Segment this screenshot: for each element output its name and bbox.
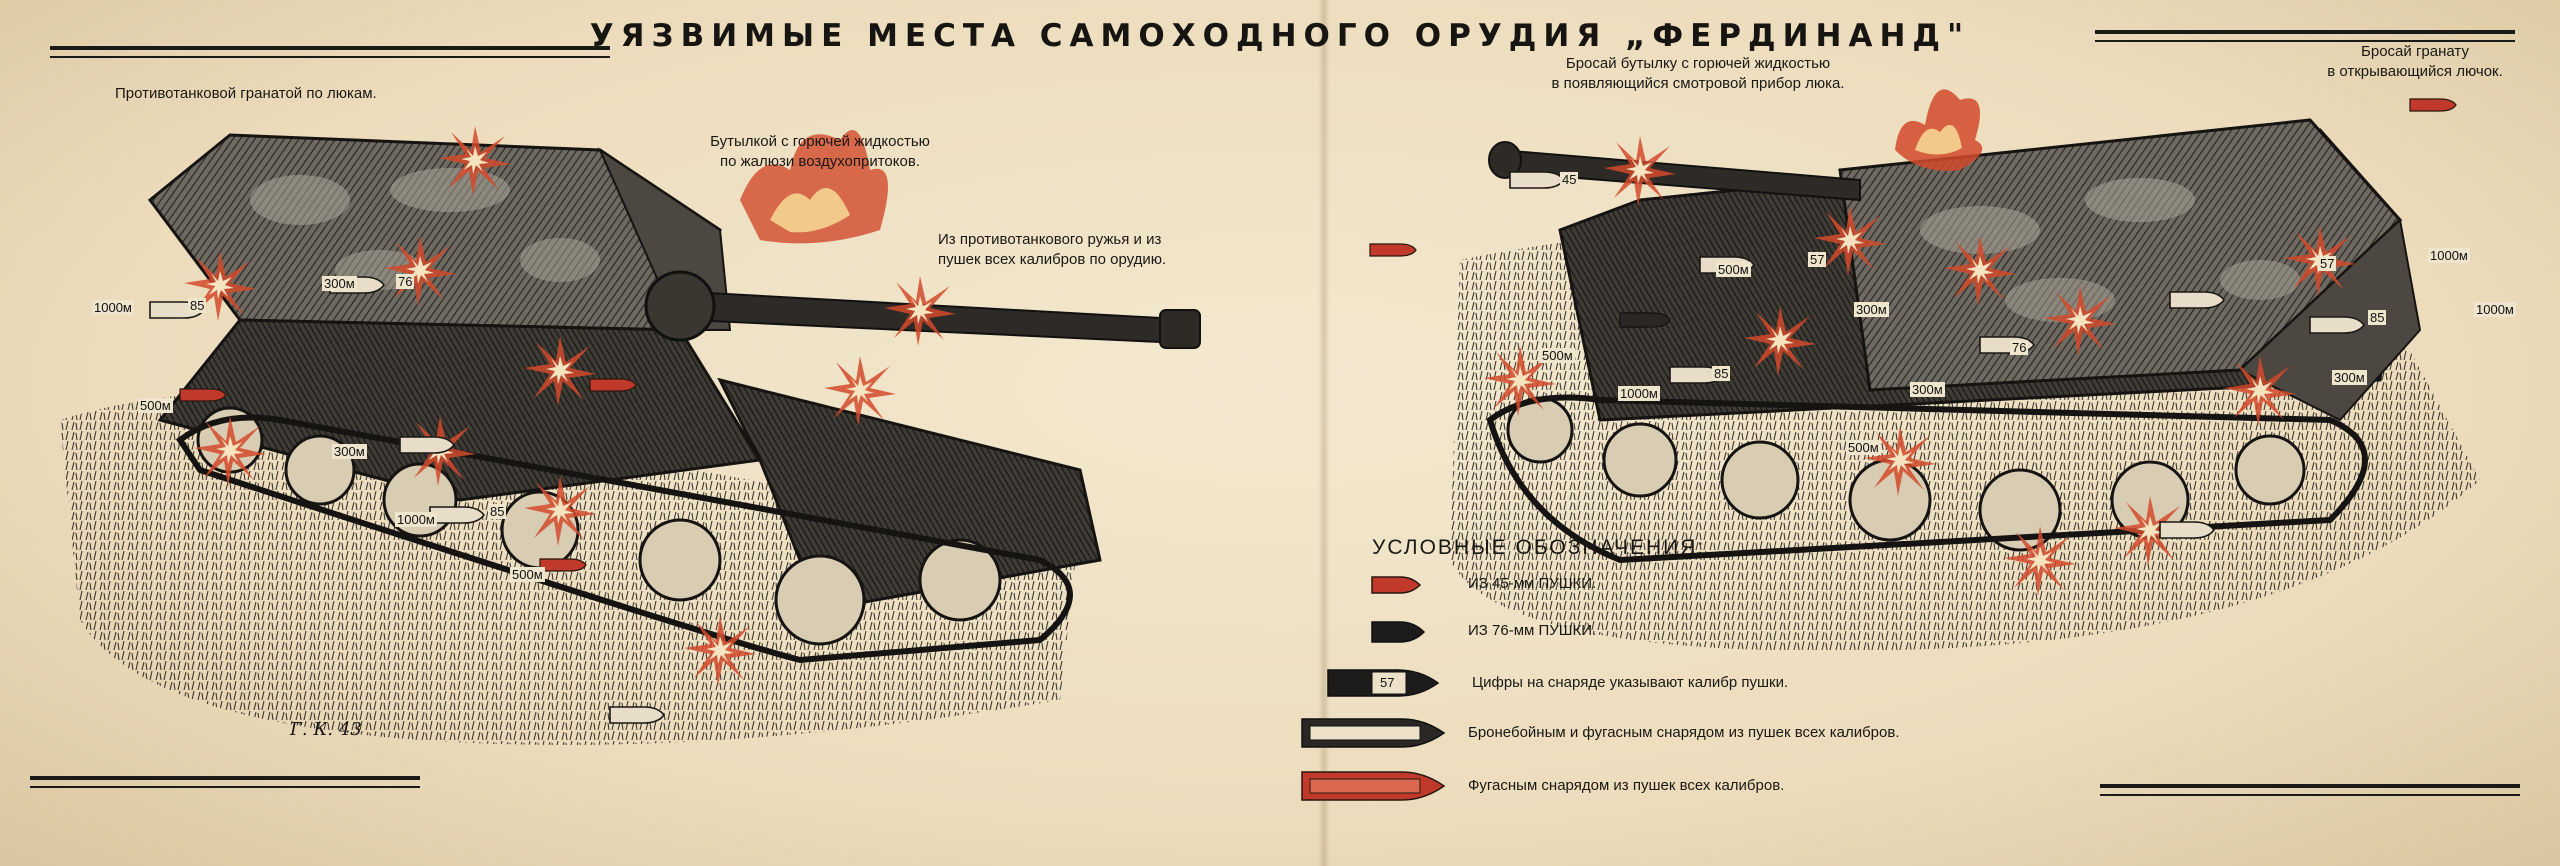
callout-antitank-rifle-line2: пушек всех калибров по орудию.	[938, 251, 1167, 268]
shell-caliber-l2: 76	[396, 274, 415, 289]
shell-label-r4: 500м	[1540, 348, 1575, 363]
shell-label-l1: 1000м	[92, 300, 134, 315]
shell-label-r6: 76	[2010, 340, 2029, 355]
shell-label-l5: 1000м	[395, 512, 437, 527]
shell-caliber-r10: 85	[2368, 310, 2387, 325]
callout-bottle-louvers: Бутылкой с горючей жидкостью по жалюзи в…	[690, 132, 950, 172]
legend-item-45mm: ИЗ 45-мм ПУШКИ.	[1468, 575, 1597, 592]
bottom-rule-left	[30, 776, 420, 780]
artist-signature: Г. К. 43	[289, 719, 362, 740]
callout-grenade-hatch-right-line2: в открывающийся лючок.	[2327, 63, 2503, 80]
shell-label-r7: 300м	[1910, 382, 1945, 397]
shell-label-r9: 1000м	[2428, 248, 2470, 263]
top-rule-right-2	[2095, 40, 2515, 42]
shell-caliber-l1: 85	[188, 298, 207, 313]
callout-bottle-louvers-line2: по жалюзи воздухопритоков.	[720, 153, 920, 170]
bottom-rule-right	[2100, 784, 2520, 788]
bottom-rule-left-2	[30, 786, 420, 788]
shell-label-r11: 300м	[2332, 370, 2367, 385]
poster-title: УЯЗВИМЫЕ МЕСТА САМОХОДНОГО ОРУДИЯ „ФЕРДИ…	[589, 18, 1971, 54]
shell-label-l3: 500м	[138, 398, 173, 413]
shell-label-r3: 300м	[1854, 302, 1889, 317]
shell-label-r2: 500м	[1716, 262, 1751, 277]
legend-item-ap-he: Бронебойным и фугасным снарядом из пушек…	[1468, 724, 1900, 741]
shell-label-r8: 500м	[1846, 440, 1881, 455]
callout-bottle-sight: Бросай бутылку с горючей жидкостью в поя…	[1508, 54, 1888, 94]
shell-caliber-r9: 57	[2318, 256, 2337, 271]
shell-caliber-l5: 85	[488, 504, 507, 519]
shell-label-l2: 300м	[322, 276, 357, 291]
legend-item-76mm: ИЗ 76-мм ПУШКИ.	[1468, 622, 1597, 639]
callout-antitank-rifle: Из противотанкового ружья и из пушек все…	[938, 230, 1166, 270]
legend-item-caliber-note: Цифры на снаряде указывают калибр пушки.	[1472, 674, 1789, 691]
callout-bottle-louvers-line1: Бутылкой с горючей жидкостью	[710, 133, 930, 150]
shell-caliber-r5: 85	[1712, 366, 1731, 381]
legend-item-he: Фугасным снарядом из пушек всех калибров…	[1468, 777, 1785, 794]
shell-label-l6: 500м	[510, 567, 545, 582]
top-rule-left-2	[50, 56, 610, 58]
callout-bottle-sight-line2: в появляющийся смотровой прибор люка.	[1551, 75, 1845, 92]
legend-icons	[1301, 576, 1446, 801]
shell-label-r1: 45	[1560, 172, 1579, 187]
top-rule-left	[50, 46, 610, 50]
shell-label-r10: 1000м	[2474, 302, 2516, 317]
callout-antitank-rifle-line1: Из противотанкового ружья и из	[938, 231, 1162, 248]
bottom-rule-right-2	[2100, 794, 2520, 796]
legend-badge-57: 57	[1380, 675, 1395, 690]
center-fold	[1318, 0, 1330, 866]
callout-hatch-grenade-left: Противотанковой гранатой по люкам.	[115, 85, 377, 102]
shell-caliber-r2: 57	[1808, 252, 1827, 267]
callout-grenade-hatch-right: Бросай гранату в открывающийся лючок.	[2310, 42, 2520, 82]
shell-label-r5: 1000м	[1618, 386, 1660, 401]
top-rule-right	[2095, 30, 2515, 34]
shell-label-l4: 300м	[332, 444, 367, 459]
legend-title: УСЛОВНЫЕ ОБОЗНАЧЕНИЯ:	[1372, 536, 1706, 559]
callout-bottle-sight-line1: Бросай бутылку с горючей жидкостью	[1565, 55, 1831, 72]
callout-grenade-hatch-right-line1: Бросай гранату	[2361, 43, 2469, 60]
